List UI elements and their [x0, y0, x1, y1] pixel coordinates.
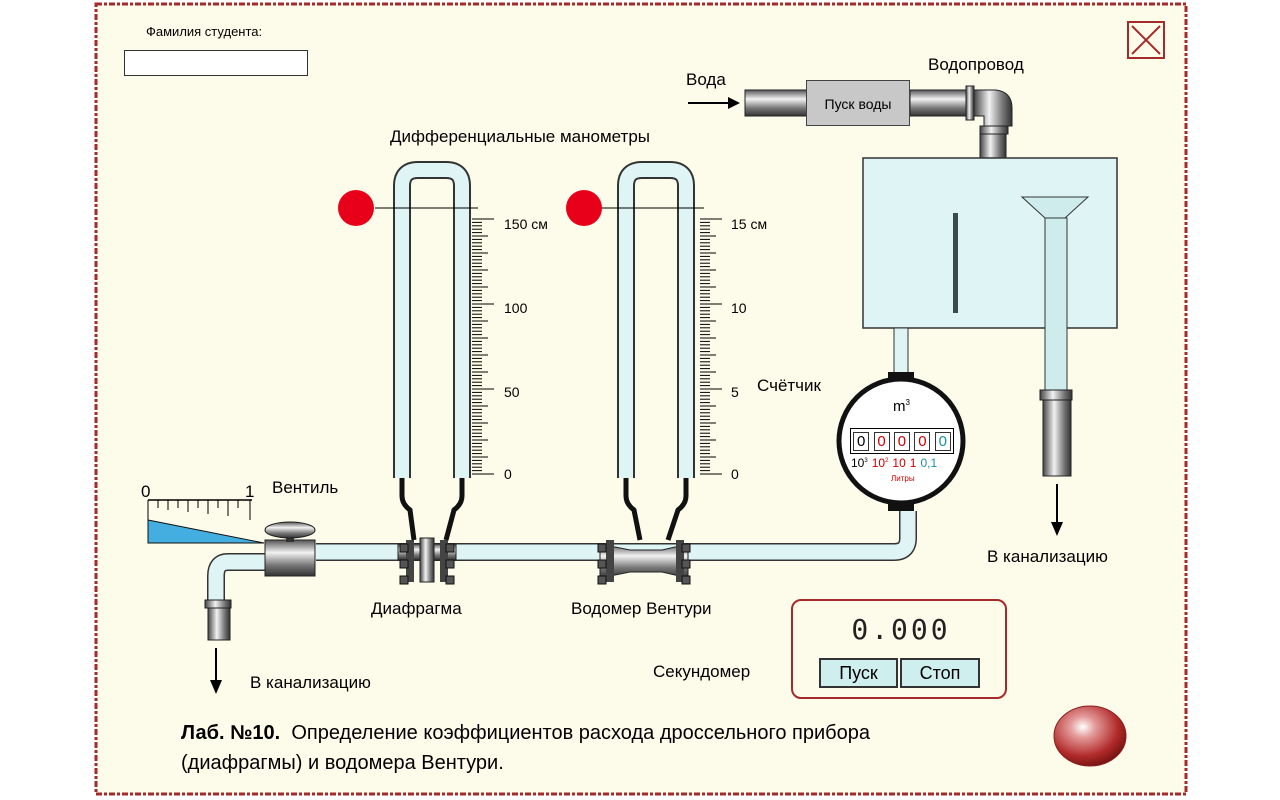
- scale2-tick-label: 5: [731, 384, 739, 400]
- student-label: Фамилия студента:: [146, 24, 263, 39]
- lab-title-line1: Определение коэффициентов расхода дроссе…: [291, 722, 870, 744]
- water-supply-label: Водопровод: [928, 55, 1024, 74]
- valve-handle[interactable]: [262, 520, 318, 578]
- meter-scale-label: 10: [892, 456, 906, 470]
- right-drain-label: В канализацию: [987, 547, 1108, 566]
- scale1-tick-label: 50: [504, 384, 520, 400]
- start-water-button[interactable]: Пуск воды: [806, 80, 910, 126]
- scale1-tick-label: 0: [504, 466, 512, 482]
- close-icon[interactable]: [1127, 21, 1165, 59]
- meter-digit: 0: [853, 431, 870, 451]
- stopwatch-label: Секундомер: [653, 662, 751, 681]
- meter-scale-label: 1: [909, 456, 917, 470]
- lab-title: Лаб. №10. Определение коэффициентов расх…: [181, 718, 870, 778]
- manometers-title: Дифференциальные манометры: [390, 127, 651, 146]
- diaphragm-label: Диафрагма: [371, 599, 462, 618]
- meter-label: Счётчик: [757, 376, 821, 395]
- valve-max-label: 1: [245, 482, 255, 501]
- meter-scale-labels: 103 102 10 1 0,1: [851, 456, 937, 470]
- stopwatch-stop-button[interactable]: Стоп: [900, 658, 980, 688]
- lab-number: Лаб. №10.: [181, 722, 281, 744]
- scale2-top-label: 15 см: [731, 216, 768, 232]
- meter-display: 0 0 0 0 0: [850, 428, 954, 454]
- meter-digit: 0: [873, 431, 890, 451]
- meter-sub-label: Литры: [891, 474, 915, 483]
- meter-digit: 0: [934, 431, 951, 451]
- meter-scale-label: 0,1: [920, 456, 938, 470]
- venturi-label: Водомер Вентури: [571, 599, 712, 618]
- meter-unit: m3: [893, 398, 910, 415]
- red-ball-button[interactable]: [1054, 706, 1126, 766]
- valve-opening-slider[interactable]: [148, 500, 254, 544]
- stopwatch-panel: 0.000 Пуск Стоп: [791, 599, 1007, 699]
- meter-digit: 0: [914, 431, 931, 451]
- stopwatch-display: 0.000: [851, 613, 951, 646]
- water-label: Вода: [686, 70, 726, 89]
- lab-title-line2: (диафрагмы) и водомера Вентури.: [181, 752, 504, 774]
- scale1-tick-label: 100: [504, 300, 528, 316]
- meter-scale-label: 102: [871, 456, 889, 470]
- left-drain-label: В канализацию: [250, 673, 371, 692]
- scale1-top-label: 150 см: [504, 216, 548, 232]
- scale2-tick-label: 0: [731, 466, 739, 482]
- student-name-input[interactable]: [124, 50, 308, 76]
- stopwatch-start-button[interactable]: Пуск: [819, 658, 898, 688]
- meter-digit: 0: [893, 431, 910, 451]
- valve-label: Вентиль: [272, 478, 339, 497]
- scale2-tick-label: 10: [731, 300, 747, 316]
- valve-min-label: 0: [141, 482, 151, 501]
- meter-scale-label: 103: [851, 456, 868, 470]
